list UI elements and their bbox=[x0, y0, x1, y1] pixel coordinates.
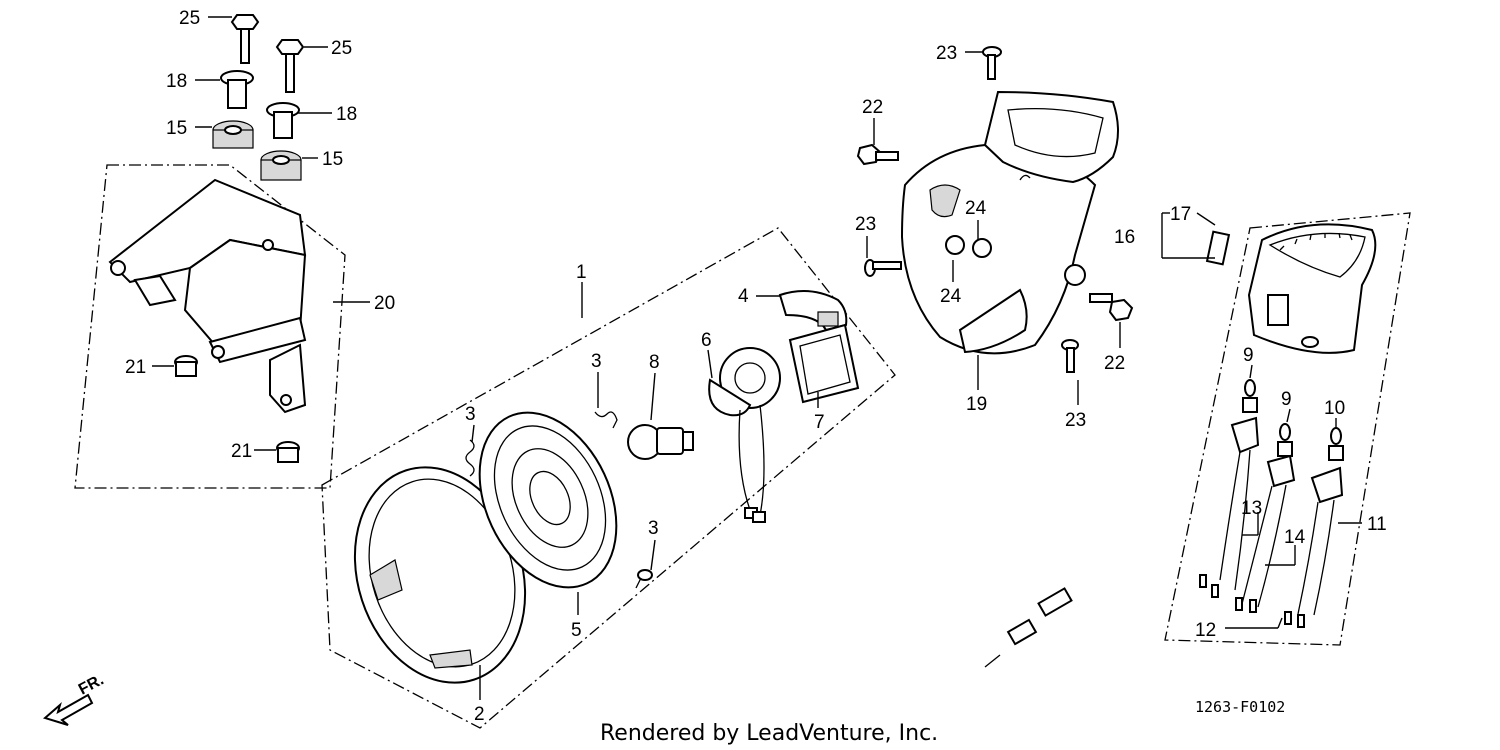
headlight-bracket-20 bbox=[108, 178, 307, 414]
callout-2: 2 bbox=[474, 704, 485, 725]
callout-24-upper: 24 bbox=[965, 198, 987, 219]
callout-25-left: 25 bbox=[179, 8, 200, 29]
callout-21-upper: 21 bbox=[125, 357, 146, 378]
callout-3-lower: 3 bbox=[648, 518, 659, 539]
spring-3-upper-right bbox=[594, 411, 618, 429]
diagram-code: 1263-F0102 bbox=[1195, 698, 1285, 716]
callout-3-upper-left: 3 bbox=[465, 404, 476, 425]
callout-23-top: 23 bbox=[936, 43, 957, 64]
rubber-15-right bbox=[260, 150, 302, 181]
front-direction-indicator: FR. bbox=[42, 671, 107, 726]
callout-23-left: 23 bbox=[855, 214, 876, 235]
dust-cover-7 bbox=[788, 323, 860, 404]
screw-23-top bbox=[982, 46, 1002, 80]
callout-13: 13 bbox=[1241, 498, 1262, 519]
callout-17: 17 bbox=[1170, 204, 1191, 225]
callout-25-right: 25 bbox=[331, 38, 352, 59]
callout-22-upper: 22 bbox=[862, 97, 883, 118]
front-label: FR. bbox=[76, 671, 107, 698]
screw-23-bottom bbox=[1061, 339, 1079, 373]
collar-18-right bbox=[266, 102, 300, 139]
callout-14: 14 bbox=[1284, 527, 1306, 548]
cable-end-17 bbox=[1205, 230, 1231, 266]
callout-15-right: 15 bbox=[322, 149, 343, 170]
callout-10: 10 bbox=[1324, 398, 1345, 419]
bulb-socket-9-left bbox=[1199, 379, 1260, 598]
socket-cover-4 bbox=[778, 290, 848, 332]
callout-12: 12 bbox=[1195, 620, 1216, 641]
bulb-socket-10 bbox=[1284, 427, 1344, 628]
screw-23-left bbox=[864, 259, 902, 277]
bulb-socket-6 bbox=[708, 347, 781, 523]
rubber-15-left bbox=[212, 120, 254, 149]
headlight-assembly-group: 1 2 3 3 3 4 5 6 7 8 bbox=[321, 227, 896, 729]
speedometer-cable-group: 16 17 bbox=[984, 204, 1231, 668]
callout-22-lower: 22 bbox=[1104, 353, 1125, 374]
speedometer-group: 9 9 10 11 13 14 12 bbox=[1164, 212, 1411, 646]
headlight-rim-2 bbox=[353, 466, 527, 684]
callout-4: 4 bbox=[738, 286, 749, 307]
callout-9-left: 9 bbox=[1243, 345, 1254, 366]
bolt-22-lower bbox=[1089, 293, 1134, 322]
callout-7: 7 bbox=[814, 412, 825, 433]
headlight-bulb-8 bbox=[627, 424, 694, 460]
bolt-22-upper bbox=[856, 143, 899, 166]
callout-23-bottom: 23 bbox=[1065, 410, 1086, 431]
callout-20: 20 bbox=[374, 293, 395, 314]
callout-19: 19 bbox=[966, 394, 987, 415]
bolt-25-right bbox=[275, 39, 305, 93]
nut-21-upper bbox=[174, 355, 198, 377]
callout-15-left: 15 bbox=[166, 118, 187, 139]
bolt-25-left bbox=[230, 14, 260, 64]
callout-5: 5 bbox=[571, 620, 582, 641]
spring-3-upper-left bbox=[465, 439, 475, 477]
callout-18-right: 18 bbox=[336, 104, 357, 125]
front-arrow-icon bbox=[42, 693, 94, 726]
speedometer-group-outline bbox=[1164, 212, 1411, 646]
callout-9-right: 9 bbox=[1281, 389, 1292, 410]
callout-11: 11 bbox=[1367, 514, 1387, 535]
callout-24-lower: 24 bbox=[940, 286, 962, 307]
callout-6: 6 bbox=[701, 330, 712, 351]
rendered-by-footer: Rendered by LeadVenture, Inc. bbox=[600, 721, 938, 746]
callout-21-lower: 21 bbox=[231, 441, 252, 462]
headlight-case-19 bbox=[900, 90, 1119, 355]
screw-3-lower bbox=[635, 569, 653, 589]
callout-8: 8 bbox=[649, 352, 660, 373]
callout-16: 16 bbox=[1114, 227, 1135, 248]
bulb-socket-9-right bbox=[1235, 423, 1296, 613]
headlight-case-group: 23 22 23 24 24 22 23 19 bbox=[855, 43, 1134, 431]
speedometer-unit bbox=[1247, 223, 1377, 354]
headlight-lens-5 bbox=[478, 411, 618, 589]
callout-3-upper-right: 3 bbox=[591, 351, 602, 372]
callout-1: 1 bbox=[576, 262, 587, 283]
headlight-group-outline bbox=[321, 227, 896, 729]
collar-18-left bbox=[220, 70, 254, 109]
callout-18-left: 18 bbox=[166, 71, 187, 92]
bracket-group: 25 25 18 18 15 15 20 21 21 bbox=[74, 8, 395, 489]
nut-21-lower bbox=[276, 441, 300, 463]
bracket-group-outline bbox=[74, 164, 346, 489]
